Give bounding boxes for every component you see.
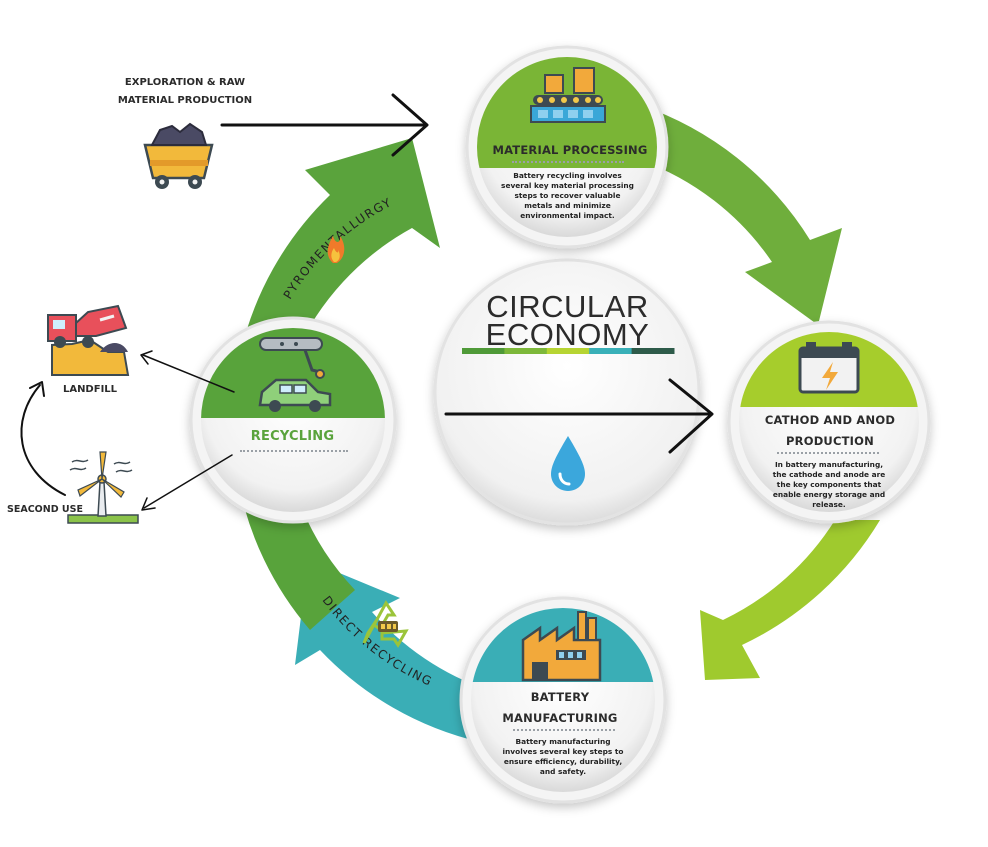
cathode-anode-title-line1: CATHOD AND ANOD <box>764 413 896 427</box>
center-color-bar <box>462 348 675 354</box>
battery-manufacturing-title-line2: MANUFACTURING <box>502 711 618 725</box>
arrow-second-use-to-landfill <box>20 384 66 496</box>
center-circle <box>433 258 701 526</box>
recycling-divider <box>240 450 348 452</box>
water-drop-icon <box>551 436 585 491</box>
cathode-anode-title-line2: PRODUCTION <box>786 434 874 448</box>
exploration-label-line2: MATERIAL PRODUCTION <box>117 95 253 106</box>
wind-turbine-icon <box>67 451 139 524</box>
center-bar-segment <box>631 348 675 354</box>
factory-icon <box>521 611 602 682</box>
dump-truck-icon <box>47 304 130 376</box>
center-bar-segment <box>462 348 505 354</box>
center-title-line2: ECONOMY <box>485 317 650 352</box>
arrow-segment-top-right <box>640 105 842 325</box>
second-use-label: SEACOND USE <box>7 504 83 515</box>
center-bar-segment <box>546 348 590 354</box>
battery-manufacturing-description: Battery manufacturing involves several k… <box>502 737 624 776</box>
conveyor-belt-icon <box>530 67 606 123</box>
exploration-label-line1: EXPLORATION & RAW <box>124 77 246 88</box>
arrow-segment-right <box>700 520 880 680</box>
arrow-recycling-to-second-use <box>143 454 233 509</box>
battery-manufacturing-title-line1: BATTERY <box>530 690 590 704</box>
arrow-segment-bottom <box>295 560 488 742</box>
flame-icon <box>327 236 345 263</box>
material-processing-title: MATERIAL PROCESSING <box>492 143 648 157</box>
robot-arm-car-icon <box>258 337 332 412</box>
recycling-title: RECYCLING <box>250 429 335 444</box>
flow-arrows <box>20 93 714 511</box>
center-bar-segment <box>504 348 548 354</box>
material-processing-divider <box>512 161 624 163</box>
arrow-recycling-to-landfill <box>142 354 235 393</box>
center-title-line1: CIRCULAR <box>486 289 649 324</box>
material-processing-description: Battery recycling involves several key m… <box>501 171 634 220</box>
recycle-icon <box>362 600 409 648</box>
cathode-anode-divider <box>777 452 879 454</box>
battery-icon <box>798 342 860 394</box>
mine-cart-icon <box>143 122 214 189</box>
cathode-anode-description: In battery manufacturing, the cathode an… <box>772 460 886 509</box>
landfill-label: LANDFILL <box>62 384 118 395</box>
battery-manufacturing-divider <box>513 729 615 731</box>
center-bar-segment <box>589 348 633 354</box>
